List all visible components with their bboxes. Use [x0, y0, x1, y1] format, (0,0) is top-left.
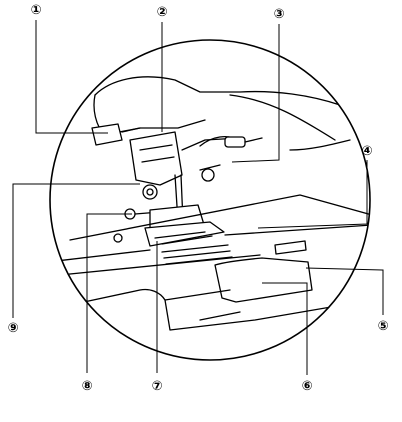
leader-5 — [305, 267, 384, 315]
presser-foot-lever — [91, 123, 123, 146]
callout-5: ⑤ — [377, 319, 388, 334]
needle-bar-housing — [129, 131, 183, 186]
needle-plate-screw — [113, 233, 123, 243]
callout-9: ⑨ — [7, 321, 18, 336]
leader-lines — [12, 20, 384, 375]
callout-6: ⑥ — [301, 379, 312, 394]
bobbin-cover — [214, 257, 313, 303]
bobbin-cover-latch — [274, 240, 307, 255]
machine-drawing — [50, 76, 370, 331]
leader-1 — [35, 20, 108, 134]
needle-plate-back-edge — [69, 194, 370, 241]
magnifier-circle — [49, 39, 371, 361]
callout-1: ① — [30, 3, 41, 18]
needle-clamp-screw — [142, 184, 158, 200]
callout-3: ③ — [273, 7, 284, 22]
callout-7: ⑦ — [151, 379, 162, 394]
callout-8: ⑧ — [81, 379, 92, 394]
machine-arm-outline — [94, 76, 341, 106]
callout-labels: ① ② ③ ④ ⑤ ⑥ ⑦ ⑧ ⑨ — [7, 3, 388, 394]
flat-bed-edge — [69, 288, 370, 331]
leader-8 — [86, 213, 132, 373]
leader-9 — [12, 183, 140, 318]
callout-4: ④ — [361, 144, 372, 159]
leader-4 — [257, 160, 368, 229]
callout-2: ② — [156, 5, 167, 20]
leader-3 — [231, 24, 280, 163]
leader-6 — [262, 282, 308, 375]
